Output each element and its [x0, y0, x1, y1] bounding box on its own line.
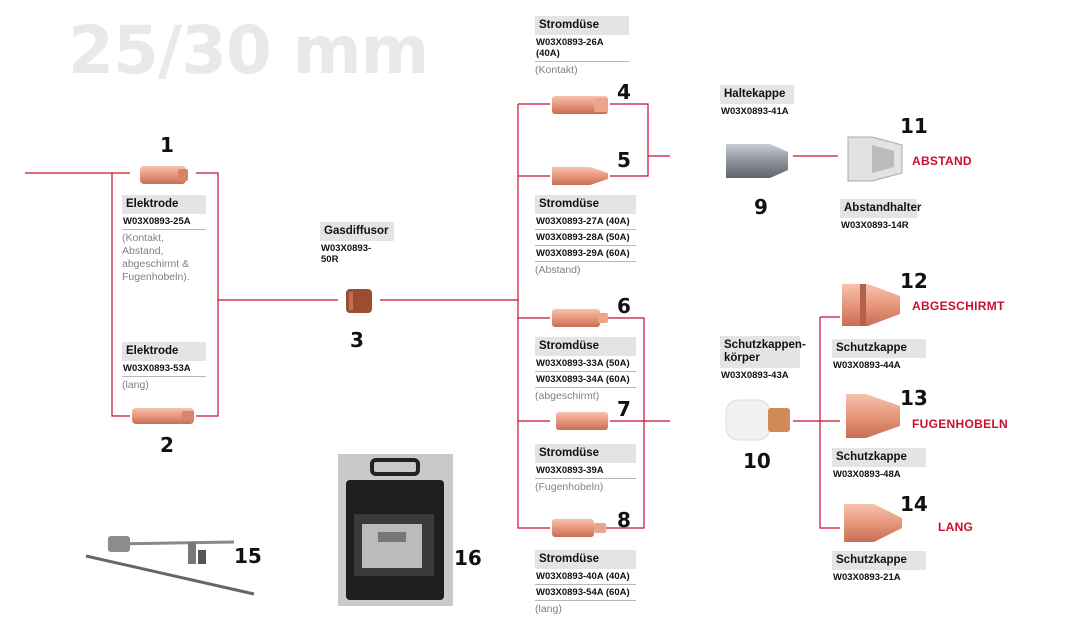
tag-lang: LANG	[938, 520, 974, 534]
part-number-1: 1	[160, 133, 174, 157]
part-number-12: 12	[900, 269, 928, 293]
part-note: (Fugenhobeln)	[535, 481, 604, 493]
part-code: W03X0893-40A (40A)	[535, 569, 636, 585]
label-part-1: Elektrode W03X0893-25A (Kontakt, Abstand…	[122, 195, 206, 284]
part-header: Schutzkappe	[832, 551, 926, 570]
part-code: W03X0893-34A (60A)	[535, 372, 636, 388]
part-number-5: 5	[617, 148, 631, 172]
part-header: Gasdiffusor	[320, 222, 394, 241]
part-code: W03X0893-25A	[122, 214, 206, 230]
part-header: Abstandhalter	[840, 199, 921, 218]
label-part-9: Haltekappe W03X0893-41A	[720, 85, 794, 119]
shield-cap-14-image	[844, 504, 902, 542]
part-header: Elektrode	[122, 195, 206, 214]
standoff-11-image	[847, 136, 903, 182]
label-part-6: Stromdüse W03X0893-33A (50A) W03X0893-34…	[535, 337, 636, 403]
label-part-11: Abstandhalter W03X0893-14R	[840, 199, 921, 233]
part-number-10: 10	[743, 449, 771, 473]
part-code: W03X0893-21A	[833, 572, 901, 583]
part-code: W03X0893-43A	[721, 370, 789, 381]
part-header: Stromdüse	[535, 16, 629, 35]
part-number-13: 13	[900, 386, 928, 410]
part-note: (Kontakt, Abstand, abgeschirmt & Fugenho…	[122, 232, 190, 283]
page-title: 25/30 mm	[68, 12, 429, 89]
part-note: (Abstand)	[535, 264, 581, 276]
part-code: W03X0893-29A (60A)	[535, 246, 636, 262]
part-header: Haltekappe	[720, 85, 794, 104]
part-number-6: 6	[617, 294, 631, 318]
part-code: W03X0893- 50R	[321, 243, 372, 265]
part-note: (lang)	[535, 603, 562, 615]
shield-body-10-image	[725, 399, 790, 441]
part-code: W03X0893-26A (40A)	[535, 35, 629, 62]
electrode-2-image	[132, 408, 194, 424]
part-code: W03X0893-33A (50A)	[535, 356, 636, 372]
nozzle-8-image	[552, 519, 606, 537]
part-number-2: 2	[160, 433, 174, 457]
gas-diffuser-image	[346, 289, 372, 313]
nozzle-5-image	[552, 167, 608, 185]
part-number-11: 11	[900, 114, 928, 138]
electrode-1-image	[140, 166, 188, 184]
part-code: W03X0893-44A	[833, 360, 901, 371]
label-part-13: Schutzkappe W03X0893-48A	[832, 448, 926, 482]
label-part-4: Stromdüse W03X0893-26A (40A) (Kontakt)	[535, 16, 629, 77]
part-code: W03X0893-28A (50A)	[535, 230, 636, 246]
label-part-3: Gasdiffusor W03X0893- 50R	[320, 222, 394, 267]
part-number-15: 15	[234, 544, 262, 568]
shield-cap-13-image	[846, 394, 900, 438]
part-header: Schutzkappe	[832, 339, 926, 358]
tag-fugenhobeln: FUGENHOBELN	[912, 417, 1008, 431]
part-header: Elektrode	[122, 342, 206, 361]
part-code: W03X0893-48A	[833, 469, 901, 480]
part-header: Stromdüse	[535, 337, 636, 356]
part-number-8: 8	[617, 508, 631, 532]
retaining-cap-9-image	[726, 144, 788, 178]
nozzle-6-image	[552, 309, 608, 327]
label-part-5: Stromdüse W03X0893-27A (40A) W03X0893-28…	[535, 195, 636, 277]
part-number-16: 16	[454, 546, 482, 570]
label-part-7: Stromdüse W03X0893-39A (Fugenhobeln)	[535, 444, 636, 494]
part-note: (lang)	[122, 379, 149, 391]
shield-cap-12-image	[842, 284, 900, 326]
part-code: W03X0893-27A (40A)	[535, 214, 636, 230]
label-part-14: Schutzkappe W03X0893-21A	[832, 551, 926, 585]
label-part-10: Schutzkappen- körper W03X0893-43A	[720, 336, 806, 383]
part-header: Stromdüse	[535, 195, 636, 214]
circle-cutting-guide-15-image	[85, 536, 255, 596]
part-code: W03X0893-14R	[841, 220, 909, 231]
part-header: Stromdüse	[535, 444, 636, 463]
part-number-14: 14	[900, 492, 928, 516]
part-code: W03X0893-53A	[122, 361, 206, 377]
part-number-4: 4	[617, 80, 631, 104]
nozzle-7-image	[556, 412, 608, 430]
part-code: W03X0893-41A	[721, 106, 789, 117]
part-note: (Kontakt)	[535, 64, 578, 76]
kit-case-16-image	[338, 454, 453, 606]
part-code: W03X0893-39A	[535, 463, 636, 479]
label-part-12: Schutzkappe W03X0893-44A	[832, 339, 926, 373]
part-number-3: 3	[350, 328, 364, 352]
part-note: (abgeschirmt)	[535, 390, 600, 402]
part-header: Schutzkappen- körper	[720, 336, 806, 368]
part-number-7: 7	[617, 397, 631, 421]
tag-abgeschirmt: ABGESCHIRMT	[912, 299, 1005, 313]
part-header: Schutzkappe	[832, 448, 926, 467]
label-part-2: Elektrode W03X0893-53A (lang)	[122, 342, 206, 392]
part-header: Stromdüse	[535, 550, 636, 569]
part-number-9: 9	[754, 195, 768, 219]
nozzle-4-image	[552, 96, 608, 114]
tag-abstand: ABSTAND	[912, 154, 972, 168]
part-code: W03X0893-54A (60A)	[535, 585, 636, 601]
label-part-8: Stromdüse W03X0893-40A (40A) W03X0893-54…	[535, 550, 636, 616]
